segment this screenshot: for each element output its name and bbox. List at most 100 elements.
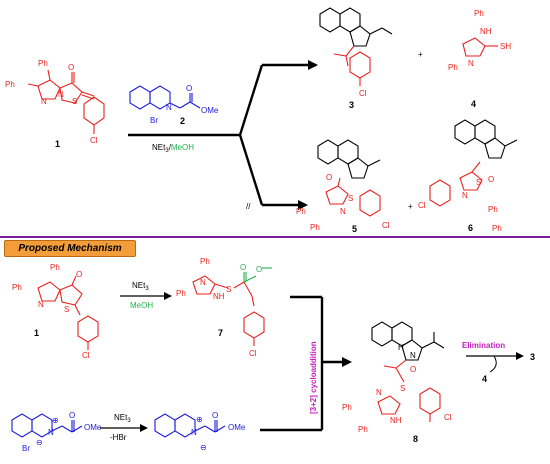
reagent-hbr: -HBr (110, 433, 127, 442)
arrowhead (308, 60, 318, 70)
compound-label-7: 7 (218, 328, 223, 338)
compound-label-6: 6 (468, 223, 473, 233)
cl-label: Cl (444, 413, 452, 422)
cl-label: Cl (359, 89, 367, 98)
n-label: N (191, 428, 197, 437)
compound-2-salt (11, 413, 83, 438)
mechanism-title-box: Proposed Mechanism (4, 240, 136, 257)
mechanism-title: Proposed Mechanism (18, 243, 122, 254)
ome-label: OMe (228, 423, 246, 432)
o-label: O (410, 365, 416, 374)
nh-label: NH (390, 416, 402, 425)
ph-label: Ph (38, 59, 48, 68)
n-label: N (468, 59, 474, 68)
cl-label: Cl (249, 349, 257, 358)
ph-label: Ph (310, 223, 320, 232)
n-label: N (340, 207, 346, 216)
product-3: 3 (530, 352, 535, 362)
positive-charge: ⊕ (52, 416, 59, 425)
cycloaddition-label: [3+2] cycloaddition (309, 341, 318, 414)
n-label: N (38, 300, 44, 309)
ph-label: Ph (296, 207, 306, 216)
compound-label-5: 5 (352, 224, 357, 234)
n-label: N (166, 103, 172, 112)
n-label: N (200, 278, 206, 287)
compound-3 (319, 7, 393, 86)
compound-label-2: 2 (180, 116, 185, 126)
reagent-net3: NEt3/MeOH (152, 143, 194, 154)
cl-label: Cl (382, 221, 390, 230)
n-label: N (376, 388, 382, 397)
ph-label: Ph (200, 257, 210, 266)
sh-label: SH (500, 42, 511, 51)
s-label: S (476, 178, 481, 187)
n-label: N (48, 428, 54, 437)
nh-label: NH (480, 27, 492, 36)
reaction-arrow-top (128, 63, 316, 207)
ph-label: Ph (50, 263, 60, 272)
plus-sign: + (408, 202, 413, 211)
arrowhead (516, 352, 524, 360)
byproduct-4: 4 (482, 374, 487, 384)
h-label: H (398, 343, 404, 352)
o-label: O (186, 84, 192, 93)
arrowhead (164, 292, 172, 300)
compound-7 (192, 267, 272, 346)
ph-label: Ph (5, 80, 15, 89)
elimination-label: Elimination (462, 341, 505, 350)
ylide (154, 413, 226, 438)
n-label: N (41, 97, 47, 106)
n-label: N (58, 90, 64, 99)
compound-4 (462, 37, 498, 57)
o-label: O (240, 263, 246, 272)
cl-label: Cl (418, 201, 426, 210)
o-label: O (68, 63, 74, 72)
nh-label: NH (213, 292, 225, 301)
arrowhead (342, 357, 352, 367)
reagent-net3: NEt3 (114, 413, 131, 424)
s-label: S (226, 285, 231, 294)
ph-label: Ph (342, 403, 352, 412)
reagent-net3: NEt3 (132, 281, 149, 292)
arrowhead (140, 424, 148, 432)
ph-label: Ph (358, 425, 368, 434)
plus-sign: + (418, 50, 423, 59)
o-label: O (488, 175, 494, 184)
negative-charge: ⊖ (36, 438, 43, 447)
byproduct-arrow (489, 355, 497, 373)
ph-label: Ph (12, 283, 22, 292)
compound-6 (429, 119, 518, 207)
cl-label: Cl (90, 136, 98, 145)
s-label: S (64, 305, 69, 314)
compound-5 (317, 139, 381, 217)
n-label: N (462, 191, 468, 200)
ph-label: Ph (492, 224, 502, 233)
ome-label: OMe (84, 423, 102, 432)
compound-label-1: 1 (55, 139, 60, 149)
compound-label-1: 1 (34, 328, 39, 338)
ome-label: OMe (201, 106, 219, 115)
o-label: O (76, 270, 82, 279)
compound-1-mechanism (37, 275, 99, 350)
cl-label: Cl (82, 351, 90, 360)
br-label: Br (150, 116, 158, 125)
s-label: S (72, 97, 77, 106)
ph-label: Ph (448, 63, 458, 72)
ph-label: Ph (176, 289, 186, 298)
converging-arrow (260, 295, 346, 432)
positive-charge: ⊕ (196, 415, 203, 424)
o-label: O (69, 411, 75, 420)
s-label: S (348, 194, 353, 203)
arrowhead (298, 200, 308, 210)
br-label: Br (22, 444, 30, 453)
n-label: N (410, 351, 416, 360)
ph-label: Ph (488, 205, 498, 214)
compound-label-3: 3 (349, 100, 354, 110)
negative-charge: ⊖ (200, 443, 207, 452)
o-label: O (212, 411, 218, 420)
compound-1-top (27, 69, 105, 134)
compound-label-4: 4 (471, 99, 476, 109)
compound-2 (129, 85, 201, 110)
o-label: O (326, 173, 332, 182)
